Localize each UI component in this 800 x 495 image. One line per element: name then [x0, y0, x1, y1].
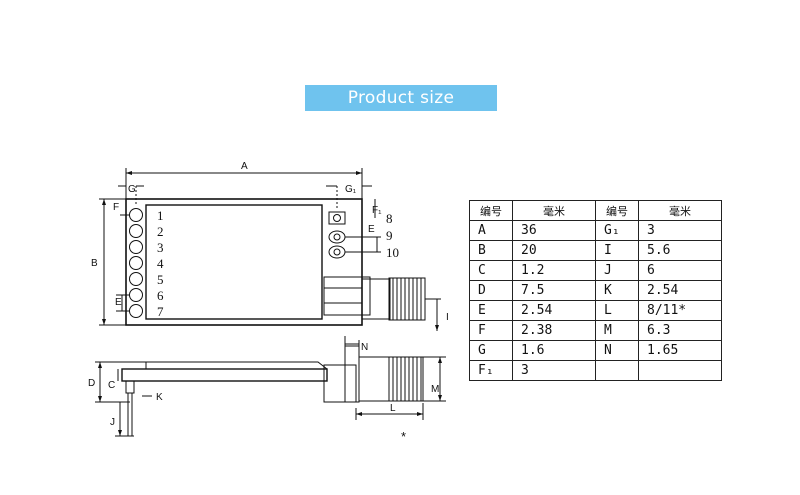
cell-value: 3	[638, 220, 722, 241]
side-view-outline	[121, 343, 424, 437]
pin-number-5: 5	[157, 272, 164, 287]
cell-value: 2.38	[512, 320, 596, 341]
note-asterisk: *	[401, 429, 406, 444]
product-size-banner: Product size	[305, 85, 497, 111]
cell-code: E	[469, 300, 513, 321]
cell-code: I	[595, 240, 639, 261]
dim-label-a: A	[241, 161, 248, 172]
cell-code: M	[595, 320, 639, 341]
cell-code: G₁	[595, 220, 639, 241]
cell-value: 20	[512, 240, 596, 261]
cell-value: 5.6	[638, 240, 722, 261]
cell-code: A	[469, 220, 513, 241]
pin-number-3: 3	[157, 240, 164, 255]
cell-value: 1.2	[512, 260, 596, 281]
table-row: E 2.54 L 8/11*	[469, 300, 722, 321]
cell-value: 7.5	[512, 280, 596, 301]
pin-number-9: 9	[386, 228, 393, 243]
cell-code: B	[469, 240, 513, 261]
dim-label-c: C	[108, 380, 115, 391]
dim-label-e-right: E	[368, 224, 375, 235]
cell-code: J	[595, 260, 639, 281]
cell-value: 2.54	[512, 300, 596, 321]
dim-label-d: D	[88, 378, 95, 389]
table-row: B 20 I 5.6	[469, 240, 722, 261]
pin-number-6: 6	[157, 288, 164, 303]
dim-label-b: B	[91, 258, 98, 269]
cell-code: D	[469, 280, 513, 301]
dimension-spec-table: 编号 毫米 编号 毫米 A 36 G₁ 3 B 20 I 5.6 C 1.2 J…	[469, 200, 722, 381]
dim-label-j: J	[110, 417, 115, 428]
table-row: A 36 G₁ 3	[469, 220, 722, 241]
pin-number-7: 7	[157, 304, 164, 319]
dim-label-m: M	[431, 384, 439, 395]
table-row: C 1.2 J 6	[469, 260, 722, 281]
table-row: G 1.6 N 1.65	[469, 340, 722, 361]
cell-code: F₁	[469, 360, 513, 381]
dim-label-i: I	[446, 312, 449, 323]
dim-label-l: L	[390, 403, 396, 414]
dim-label-f: F	[113, 202, 119, 213]
table-row: D 7.5 K 2.54	[469, 280, 722, 301]
pin-pads	[129, 208, 143, 318]
table-row: F 2.38 M 6.3	[469, 320, 722, 341]
cell-code	[595, 360, 639, 381]
cell-value: 8/11*	[638, 300, 722, 321]
cell-code: N	[595, 340, 639, 361]
cell-value: 6	[638, 260, 722, 281]
dim-label-g: G	[128, 184, 136, 195]
cell-code: L	[595, 300, 639, 321]
cell-value: 2.54	[638, 280, 722, 301]
cell-value: 1.65	[638, 340, 722, 361]
pin-number-1: 1	[157, 208, 164, 223]
cell-value	[638, 360, 722, 381]
cell-value: 3	[512, 360, 596, 381]
cell-value: 36	[512, 220, 596, 241]
cell-code: K	[595, 280, 639, 301]
shield-can	[145, 204, 323, 320]
dim-label-g1: G₁	[345, 184, 357, 195]
cell-value: 6.3	[638, 320, 722, 341]
dim-label-k: K	[156, 392, 163, 403]
dim-label-n: N	[361, 342, 368, 353]
pin-number-4: 4	[157, 256, 164, 271]
cell-code: F	[469, 320, 513, 341]
module-outline	[125, 198, 363, 326]
cell-code: G	[469, 340, 513, 361]
header-code-1: 编号	[469, 200, 513, 221]
dim-label-e-left: E	[115, 297, 122, 308]
right-pads	[328, 211, 346, 259]
banner-title: Product size	[347, 88, 455, 108]
sma-connector-top	[323, 276, 426, 321]
dim-label-f1: F₁	[372, 205, 382, 216]
spec-table-header: 编号 毫米 编号 毫米	[469, 200, 722, 221]
header-mm-1: 毫米	[512, 200, 596, 221]
pin-number-10: 10	[386, 245, 399, 260]
cell-code: C	[469, 260, 513, 281]
pin-number-2: 2	[157, 224, 164, 239]
pin-number-8: 8	[386, 211, 393, 226]
header-code-2: 编号	[595, 200, 639, 221]
header-mm-2: 毫米	[638, 200, 722, 221]
table-row: F₁ 3	[469, 360, 722, 381]
cell-value: 1.6	[512, 340, 596, 361]
